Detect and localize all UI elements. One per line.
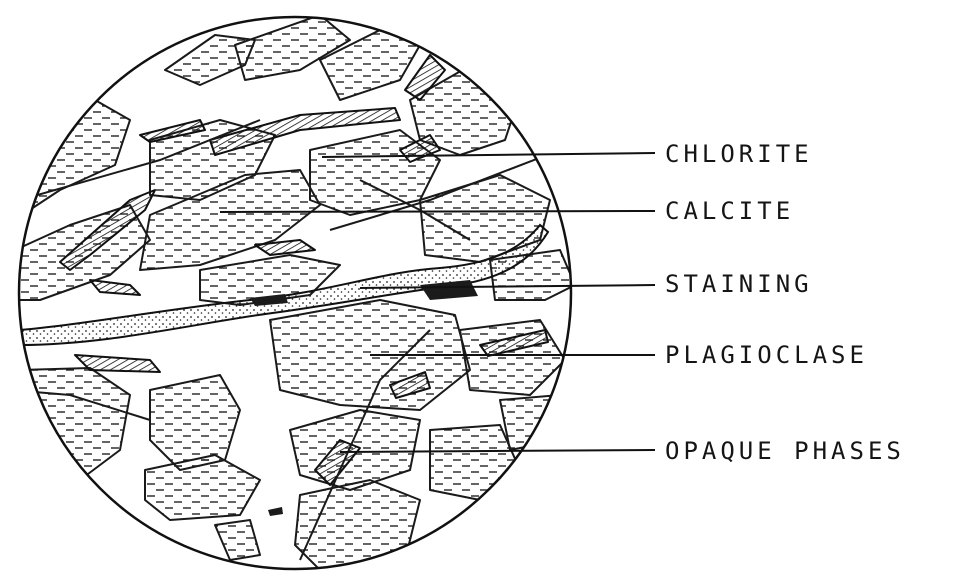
leader-calcite <box>220 211 655 212</box>
label-plagioclase: PLAGIOCLASE <box>665 341 868 369</box>
label-chlorite: CHLORITE <box>665 140 813 168</box>
label-calcite: CALCITE <box>665 197 794 225</box>
label-opaque-phases: OPAQUE PHASES <box>665 437 905 465</box>
label-staining: STAINING <box>665 270 813 298</box>
